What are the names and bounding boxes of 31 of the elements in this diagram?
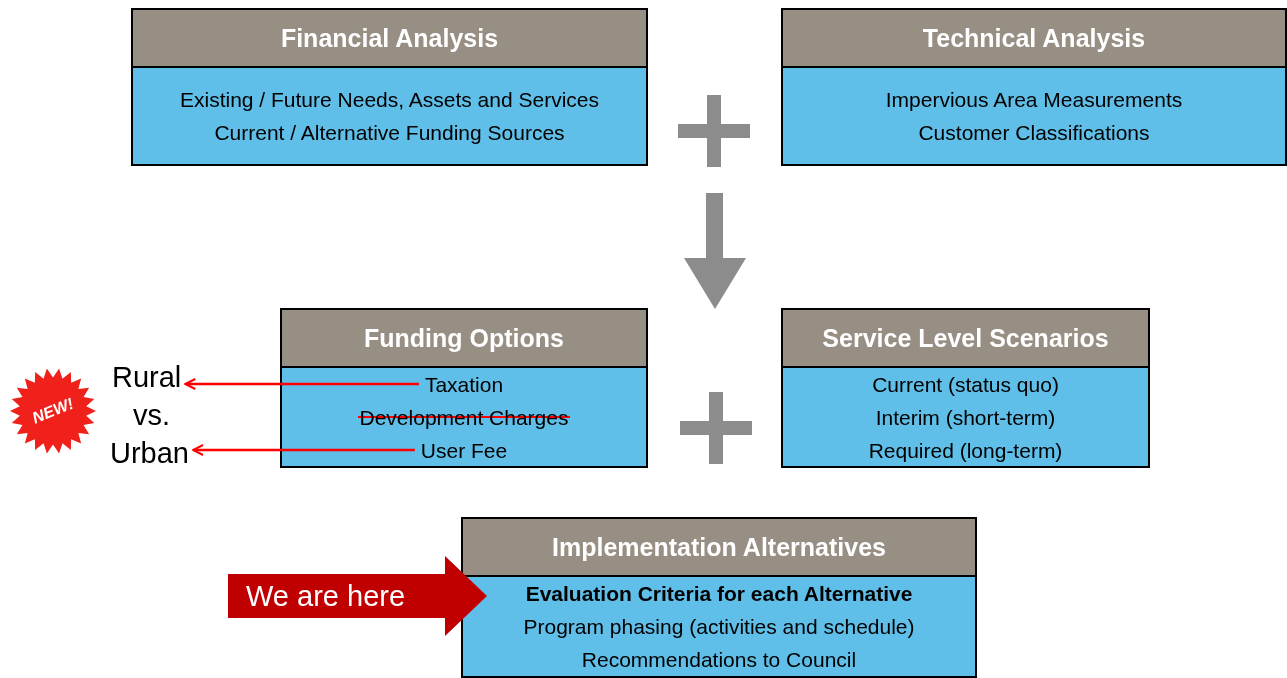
box-header: Funding Options — [282, 310, 646, 368]
pointer-text: We are here — [246, 579, 406, 614]
box-text: Existing / Future Needs, Assets and Services — [180, 87, 599, 113]
box-header: Technical Analysis — [783, 10, 1285, 68]
box-text: Interim (short-term) — [875, 404, 1056, 431]
pointer-arrow — [228, 556, 487, 636]
process-box — [461, 517, 977, 678]
text-label: Rural — [112, 360, 182, 394]
text-label: vs. — [133, 398, 171, 432]
text-label: Urban — [110, 436, 189, 470]
box-header: Financial Analysis — [133, 10, 646, 68]
process-box — [781, 308, 1150, 468]
box-text: User Fee — [420, 434, 508, 466]
process-box — [280, 308, 648, 468]
badge-text: NEW! — [29, 394, 77, 428]
box-text: Impervious Area Measurements — [885, 87, 1183, 113]
arrow — [184, 378, 419, 390]
box-text: Taxation — [424, 368, 504, 400]
starburst-badge — [10, 368, 96, 454]
box-text: Current (status quo) — [872, 371, 1059, 398]
process-box — [781, 8, 1287, 166]
process-box — [131, 8, 648, 166]
box-text: Required (long-term) — [868, 437, 1063, 464]
box-header: Service Level Scenarios — [783, 310, 1148, 368]
box-text: Recommendations to Council — [581, 647, 857, 673]
arrow — [192, 444, 415, 456]
box-header: Implementation Alternatives — [463, 519, 975, 577]
box-text: Current / Alternative Funding Sources — [214, 120, 565, 146]
box-text: Evaluation Criteria for each Alternative — [525, 581, 913, 607]
box-text: Customer Classifications — [918, 120, 1150, 146]
box-text: Program phasing (activities and schedule) — [523, 614, 915, 640]
